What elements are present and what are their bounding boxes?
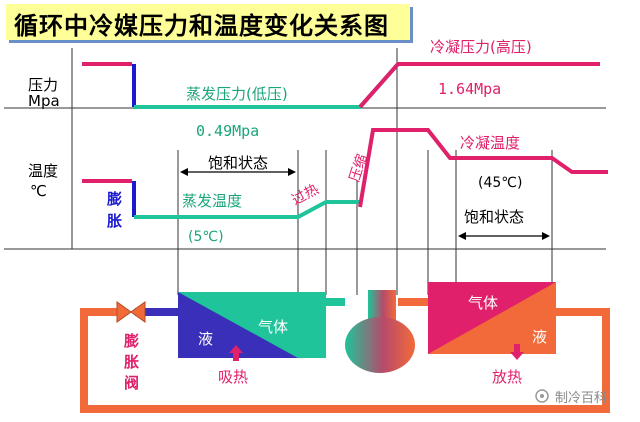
evaporation-temp-line <box>134 200 360 219</box>
high-pressure-label: 冷凝压力(高压) <box>430 38 532 56</box>
expansion-valve-label: 膨 <box>124 332 140 350</box>
condenser-gas-label: 气体 <box>468 294 499 312</box>
high-pressure-line-right <box>358 62 600 109</box>
diagram-title: 循环中冷媒压力和温度变化关系图 <box>14 12 389 40</box>
saturated-low-label: 饱和状态 <box>208 154 269 172</box>
pressure-unit-label: Mpa <box>28 92 60 110</box>
absorb-heat-arrow-icon <box>229 345 243 361</box>
expansion-valve-label: 胀 <box>124 353 140 371</box>
arrowhead <box>180 168 188 176</box>
arrowhead <box>288 168 296 176</box>
evaporator-liquid-region <box>178 292 298 358</box>
condenser-gas-region <box>428 282 556 354</box>
condensation-temp-label: 冷凝温度 <box>460 134 521 152</box>
watermark-text: 制冷百科 <box>555 391 608 406</box>
evaporation-temp-label: 蒸发温度 <box>182 192 243 210</box>
expansion-label: 膨 <box>107 190 123 208</box>
evaporator-gas-label: 气体 <box>258 318 289 336</box>
evaporation-temp-value: (5℃) <box>188 229 224 245</box>
saturated-high-label: 饱和状态 <box>464 208 525 226</box>
expansion-valve-icon <box>130 301 146 323</box>
arrowhead <box>458 232 466 240</box>
condensation-temp-line <box>358 128 608 208</box>
temperature-axis-label: 温度 <box>28 162 59 180</box>
arrowhead <box>542 232 550 240</box>
temperature-unit-label: ℃ <box>30 182 47 200</box>
low-pressure-label: 蒸发压力(低压) <box>186 85 288 103</box>
evaporator-liquid-label: 液 <box>198 330 214 348</box>
compressor-icon <box>345 317 415 373</box>
release-heat-label: 放热 <box>492 368 523 386</box>
low-pressure-value: 0.49Mpa <box>196 122 260 140</box>
watermark-icon-dot <box>540 394 544 398</box>
expansion-valve-icon <box>116 301 132 323</box>
circulation-pipe <box>80 308 610 413</box>
condenser-liquid-label: 液 <box>532 328 548 346</box>
title-background <box>6 4 410 40</box>
expansion-label: 胀 <box>107 212 123 230</box>
release-heat-arrow-icon <box>510 344 524 360</box>
pressure-axis-label: 压力 <box>28 76 59 94</box>
condensation-temp-value: (45℃) <box>478 175 523 191</box>
watermark-icon <box>535 389 549 403</box>
absorb-heat-label: 吸热 <box>218 368 249 386</box>
high-pressure-value: 1.64Mpa <box>438 80 502 98</box>
expansion-valve-label: 阀 <box>124 374 140 392</box>
